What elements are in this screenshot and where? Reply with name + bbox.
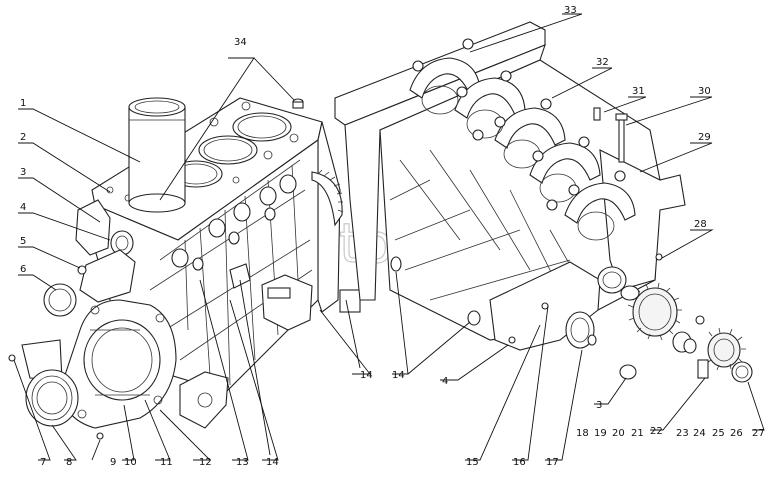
callout-8: 8 — [66, 457, 72, 468]
callout-18: 18 — [576, 428, 589, 439]
callout-4: 4 — [20, 202, 26, 213]
callout-3-right: 3 — [596, 400, 602, 411]
callout-11: 11 — [160, 457, 173, 468]
callout-17: 17 — [546, 457, 559, 468]
callout-13: 13 — [236, 457, 249, 468]
callout-3: 3 — [20, 167, 26, 178]
callout-14-left: 14 — [266, 457, 279, 468]
callout-14-right: 14 — [392, 370, 405, 381]
callout-4-right: 4 — [442, 376, 448, 387]
oil-seal — [25, 369, 79, 427]
callout-33: 33 — [564, 5, 577, 16]
plug-bolt — [292, 98, 304, 109]
callout-22: 22 — [650, 426, 663, 437]
callout-27: 27 — [752, 428, 765, 439]
callout-31: 31 — [632, 86, 645, 97]
callout-10: 10 — [124, 457, 137, 468]
callout-2: 2 — [20, 132, 26, 143]
callout-34: 34 — [234, 37, 247, 48]
callout-32: 32 — [596, 57, 609, 68]
callout-19: 19 — [594, 428, 607, 439]
right-crankcase-block — [334, 21, 686, 380]
callout-25: 25 — [712, 428, 725, 439]
callout-5: 5 — [20, 236, 26, 247]
callout-9: 9 — [110, 457, 116, 468]
callout-14-mid: 14 — [360, 370, 373, 381]
bolt-7 — [8, 354, 16, 362]
callout-30: 30 — [698, 86, 711, 97]
callout-20: 20 — [612, 428, 625, 439]
callout-29: 29 — [698, 132, 711, 143]
callout-6: 6 — [20, 264, 26, 275]
callout-23: 23 — [676, 428, 689, 439]
callout-26: 26 — [730, 428, 743, 439]
callout-numbers: 1 2 3 4 5 6 7 8 9 10 11 12 13 14 14 14 4… — [20, 5, 765, 468]
callout-28: 28 — [694, 219, 707, 230]
leader-lines — [13, 13, 765, 461]
callout-1: 1 — [20, 98, 26, 109]
cap-6 — [43, 283, 77, 317]
bolt-9 — [96, 432, 104, 440]
callout-7: 7 — [40, 457, 46, 468]
gear-train — [627, 282, 753, 383]
callout-15: 15 — [466, 457, 479, 468]
cylinder-liner — [128, 97, 186, 213]
callout-16: 16 — [513, 457, 526, 468]
front-housing — [21, 299, 177, 429]
callout-12: 12 — [199, 457, 212, 468]
callout-21: 21 — [631, 428, 644, 439]
callout-24: 24 — [693, 428, 706, 439]
